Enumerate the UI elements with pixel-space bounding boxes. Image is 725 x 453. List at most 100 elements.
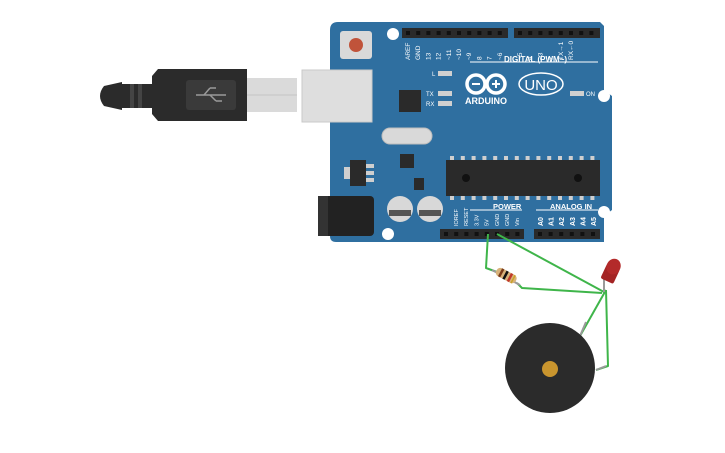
resistor-band: [502, 270, 509, 280]
analog-header[interactable]: [534, 229, 600, 239]
digital-header-right[interactable]: [514, 28, 600, 38]
digital-pin-label: GND: [415, 45, 422, 60]
brand-text: ARDUINO: [465, 96, 507, 106]
chip-pin: [493, 156, 498, 160]
chip-pin: [504, 156, 508, 160]
digital-pin-label: ~3: [537, 52, 544, 60]
power-pin-label: GND: [505, 214, 511, 226]
analog-pin-label: A2: [559, 217, 566, 226]
header-hole: [467, 31, 472, 35]
header-hole: [569, 232, 574, 236]
power-pin-label: IOREF: [454, 209, 460, 226]
wire-gnd-to-led[interactable]: [496, 233, 605, 293]
piezo-buzzer[interactable]: [505, 323, 595, 413]
buzzer-leads: [579, 321, 607, 371]
regulator-pin: [366, 178, 374, 182]
chip-pin: [471, 196, 476, 200]
digital-pin-label: 12: [436, 52, 443, 60]
digital-pin-label: AREF: [405, 43, 412, 60]
digital-header-left[interactable]: [402, 28, 508, 38]
header-hole: [558, 31, 563, 35]
power-barrel-jack: [318, 196, 374, 236]
wire-gnd-to-buzzer[interactable]: [595, 289, 609, 371]
chip-pin: [514, 196, 519, 200]
usb-b-jack: [301, 69, 373, 123]
arduino-infinity-logo: [465, 73, 507, 95]
usb-icon: [196, 87, 226, 102]
chip-pin: [450, 156, 454, 160]
header-hole: [569, 31, 573, 35]
chip-pin: [493, 196, 498, 200]
header-hole: [406, 31, 410, 35]
chip-pin: [482, 196, 487, 200]
header-hole: [538, 31, 543, 35]
regulator-pin: [366, 164, 374, 168]
header-hole: [518, 31, 522, 35]
digital-title: DIGITAL (PWM~): [504, 55, 567, 64]
mounting-hole: [598, 206, 610, 218]
chip-pin: [536, 196, 541, 200]
analog-pin-label: A5: [591, 217, 598, 226]
chip-pin: [568, 196, 573, 200]
led-tx-label: TX: [426, 92, 434, 98]
header-hole: [589, 31, 594, 35]
chip-dot: [462, 174, 470, 182]
reset-button-cap[interactable]: [349, 38, 363, 52]
header-hole: [579, 31, 584, 35]
led-l-label: L: [432, 72, 436, 78]
chip-pin: [547, 156, 552, 160]
chip-pin: [525, 196, 530, 200]
chip-pin: [558, 156, 562, 160]
crystal-oscillator: [381, 127, 433, 145]
mounting-hole: [598, 90, 610, 102]
mounting-hole: [382, 228, 394, 240]
regulator-pin: [366, 171, 374, 175]
analog-title: ANALOG IN: [550, 202, 592, 211]
digital-pin-label: 4: [527, 56, 534, 60]
on-label: ON: [586, 92, 595, 98]
analog-pin-label: A3: [570, 217, 577, 226]
chip-pin: [450, 196, 454, 200]
header-hole: [497, 31, 502, 35]
small-chip: [400, 154, 414, 168]
power-pin-label: 3.3V: [474, 214, 480, 226]
resistor-band: [510, 274, 516, 284]
regulator-tab: [344, 167, 350, 179]
led-rx-label: RX: [426, 102, 434, 108]
capacitor-band: [389, 210, 411, 216]
usb-ridge: [130, 84, 134, 108]
header-hole: [457, 31, 461, 35]
digital-pin-label: RX←0: [568, 40, 575, 60]
usb-cable[interactable]: [100, 69, 297, 121]
power-header[interactable]: [440, 229, 524, 239]
resistor[interactable]: [491, 266, 521, 286]
analog-pin-label: A4: [580, 217, 587, 226]
barrel-jack-edge: [318, 196, 328, 236]
analog-pin-label: A0: [538, 217, 545, 226]
voltage-regulator: [350, 160, 366, 186]
digital-pin-label: 13: [425, 52, 432, 60]
digital-pin-label: ~10: [456, 49, 463, 60]
chip-pin: [579, 196, 584, 200]
usb-cable-end: [100, 82, 122, 110]
power-pin-label: GND: [495, 214, 501, 226]
header-hole: [474, 232, 479, 236]
chip-pin: [482, 156, 487, 160]
power-pin-label: 5V: [485, 219, 491, 226]
bottom-header-holes: [444, 232, 595, 236]
header-hole: [454, 232, 459, 236]
mounting-hole: [387, 28, 399, 40]
led-l: [438, 71, 452, 76]
chip-pin: [590, 196, 595, 200]
chip-pin: [460, 196, 465, 200]
usb-ridge: [138, 84, 142, 108]
red-led[interactable]: [600, 256, 623, 292]
header-hole: [426, 31, 431, 35]
header-hole: [548, 31, 553, 35]
led-on: [570, 91, 584, 96]
header-hole: [538, 232, 542, 236]
